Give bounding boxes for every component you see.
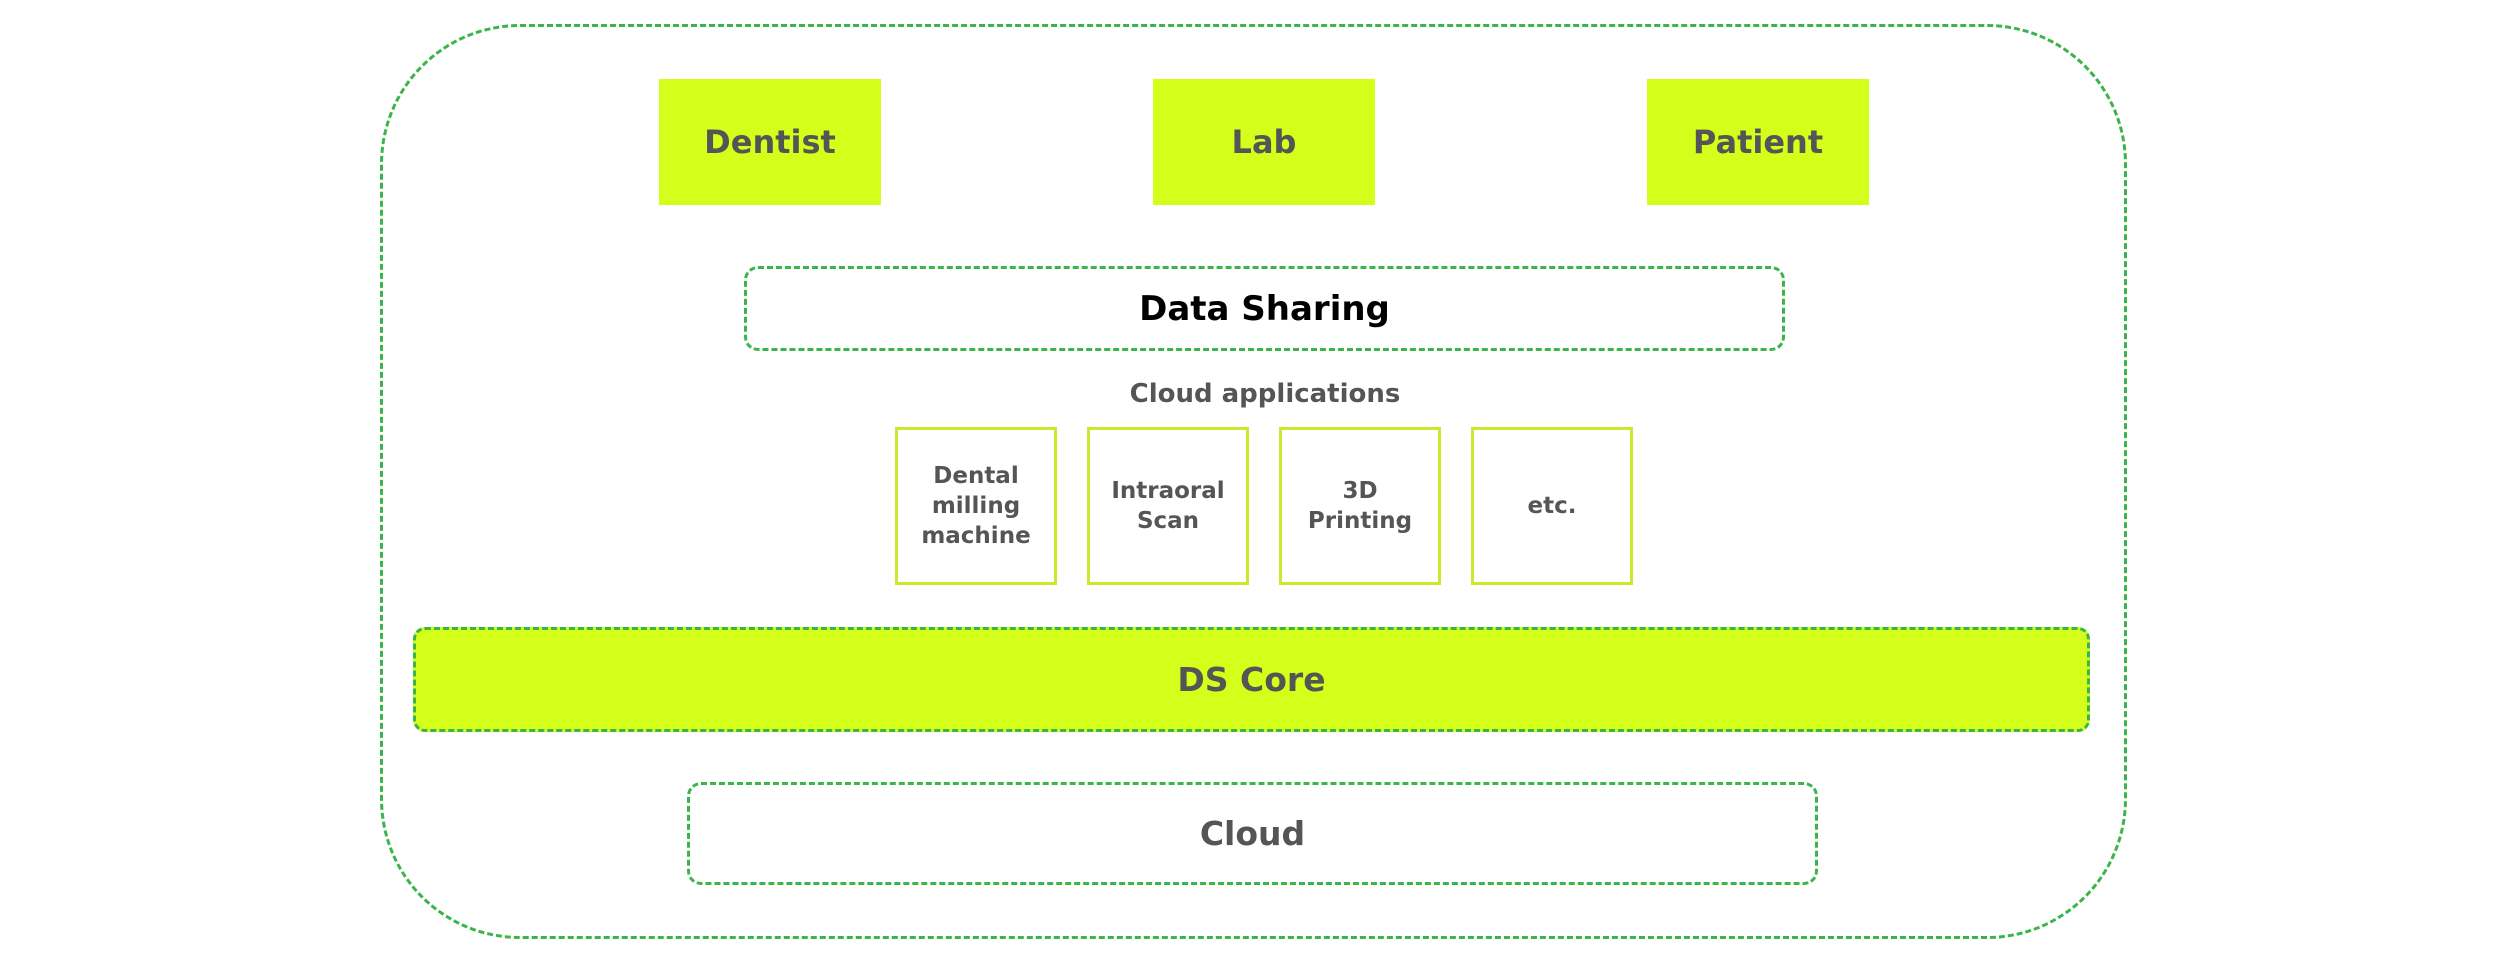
app-etc-label: etc. xyxy=(1527,493,1577,519)
actor-dentist: Dentist xyxy=(659,79,881,205)
actor-lab-label: Lab xyxy=(1231,123,1297,161)
actor-patient: Patient xyxy=(1647,79,1869,205)
actor-patient-label: Patient xyxy=(1692,123,1824,161)
app-intraoral-scan-label: Intraoral Scan xyxy=(1111,478,1225,534)
data-sharing-layer: Data Sharing xyxy=(744,266,1785,351)
data-sharing-label: Data Sharing xyxy=(1139,288,1390,329)
app-dental-milling-machine-label: Dental milling machine xyxy=(921,463,1031,549)
app-etc: etc. xyxy=(1471,427,1633,585)
actor-lab: Lab xyxy=(1153,79,1375,205)
app-intraoral-scan: Intraoral Scan xyxy=(1087,427,1249,585)
ds-core-label: DS Core xyxy=(1177,660,1326,699)
actor-dentist-label: Dentist xyxy=(704,123,836,161)
ds-core-layer: DS Core xyxy=(413,627,2090,732)
cloud-label: Cloud xyxy=(1199,814,1306,853)
cloud-applications-heading: Cloud applications xyxy=(1129,379,1401,409)
app-3d-printing-label: 3D Printing xyxy=(1307,478,1413,534)
diagram-container xyxy=(380,24,2127,939)
cloud-layer: Cloud xyxy=(687,782,1818,885)
app-3d-printing: 3D Printing xyxy=(1279,427,1441,585)
app-dental-milling-machine: Dental milling machine xyxy=(895,427,1057,585)
